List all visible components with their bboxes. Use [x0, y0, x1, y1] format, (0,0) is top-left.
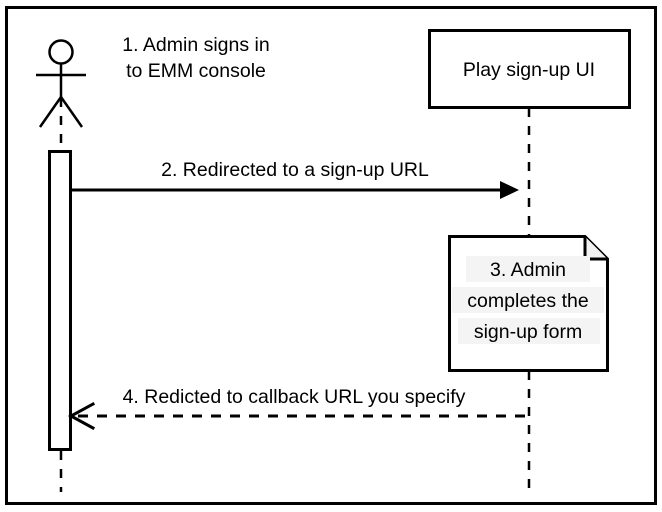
actor-right-leg-line [59, 96, 84, 128]
play-sign-up-ui-box [428, 29, 631, 109]
admin-completes-form-note: 3. Admin completes the sign-up form [448, 235, 609, 372]
message-2-label: 2. Redirected to a sign-up URL [161, 159, 429, 181]
actor-label-line-1: 1. Admin signs in [122, 34, 269, 56]
actor-label-line-2: to EMM console [126, 60, 266, 82]
note-text-highlight-3 [458, 318, 600, 344]
message-4-label: 4. Redicted to callback URL you specify [123, 386, 466, 408]
admin-activation-bar [48, 150, 72, 451]
play-sign-up-ui-label: Play sign-up UI [463, 59, 595, 81]
message-4-arrowhead-icon [67, 401, 96, 431]
actor-left-leg-line [38, 96, 63, 128]
admin-actor [36, 39, 86, 128]
note-text-highlight-2 [452, 287, 604, 313]
note-text-highlight-1 [466, 256, 590, 282]
note-label-line-3: sign-up form [474, 321, 582, 343]
actor-head-icon [48, 39, 74, 65]
message-2-arrowhead-icon [500, 181, 519, 199]
note-label-line-2: completes the [467, 290, 588, 312]
note-label-line-1: 3. Admin [490, 259, 566, 281]
